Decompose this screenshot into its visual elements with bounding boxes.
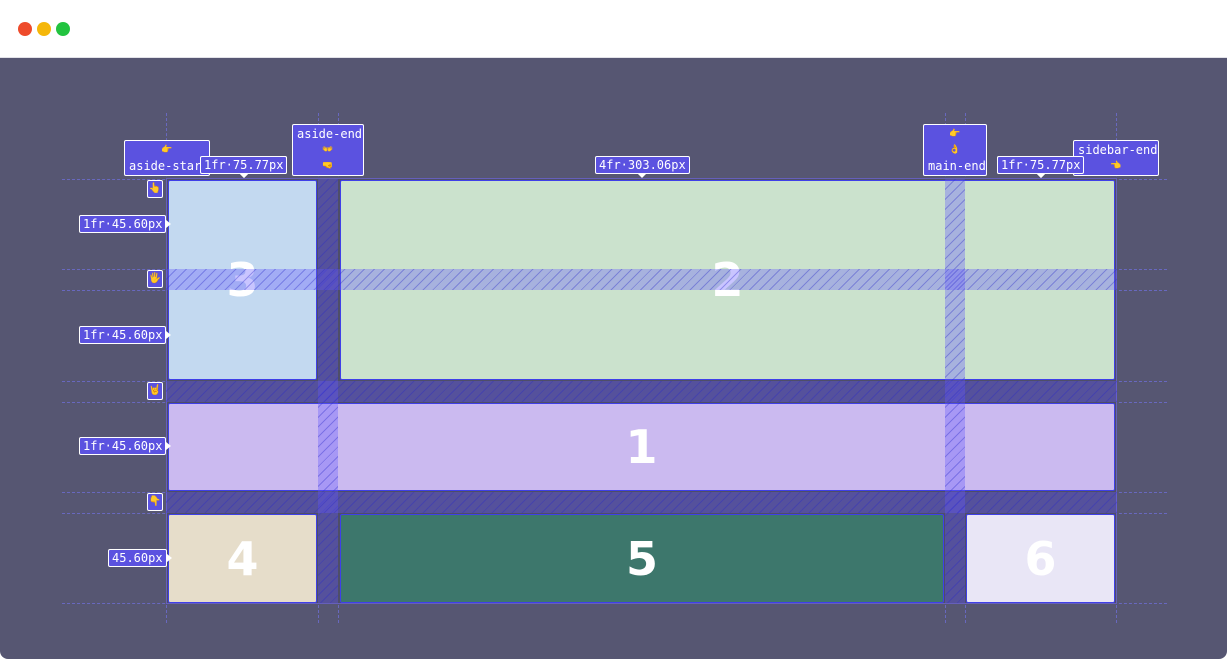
grid-cell-1[interactable]: 1 (168, 403, 1115, 491)
row-line-handle-1[interactable]: 👆 (147, 180, 163, 198)
sidebar-end-line-label: sidebar-end 👈 (1073, 140, 1159, 176)
column-size-label-3-overlay: 1fr·75.77px (997, 156, 1085, 178)
row-line-handle-3[interactable]: 🤘 (147, 382, 163, 400)
column-size-label-2: 4fr·303.06px (595, 156, 690, 178)
area-line-name: aside-end (297, 127, 363, 141)
aside-start-line-label: 👉 aside-start (124, 140, 210, 176)
main-end-line-label: 👉 👌 main-end (923, 124, 987, 176)
aside-end-line-label: aside-end 👐 🤜 (292, 124, 364, 176)
area-line-name: main-end (928, 159, 986, 173)
right-fist-icon: 🤜 (322, 161, 334, 171)
pointing-left-icon: 👈 (1110, 161, 1122, 171)
row-size-label-3: 1fr·45.60px (79, 437, 172, 455)
row-gap-2 (166, 381, 1117, 402)
column-gap-1 (318, 179, 338, 603)
open-hands-icon: 👐 (322, 145, 334, 155)
ok-hand-icon: 👌 (949, 145, 961, 155)
grid-cell-number: 2 (711, 253, 743, 307)
grid-cell-2[interactable]: 2 (340, 180, 1115, 380)
grid-cell-4[interactable]: 4 (168, 514, 317, 603)
row-line-handle-4[interactable]: 👇 (147, 493, 163, 511)
row-size-label-1: 1fr·45.60px (79, 215, 172, 233)
area-line-name: sidebar-end (1078, 143, 1158, 157)
grid-cell-5[interactable]: 5 (340, 514, 944, 603)
grid-cell-number: 4 (226, 531, 259, 586)
grid-cell-6[interactable]: 6 (966, 514, 1115, 603)
row-size-label-2: 1fr·45.60px (79, 326, 172, 344)
grid-cell-3[interactable]: 3 (168, 180, 317, 380)
grid-cell-number: 5 (625, 531, 658, 586)
area-line-name: aside-start (129, 159, 209, 173)
column-gap-2 (945, 179, 965, 603)
row-gap-3 (166, 492, 1117, 513)
row-gap-1 (166, 269, 1117, 290)
grid-inspector-canvas: 3 2 1 4 5 6 1fr·75.77px 4fr·303.06px 1fr… (0, 58, 1227, 659)
minimize-window-button[interactable] (37, 22, 51, 36)
pointing-right-icon: 👉 (949, 129, 961, 139)
grid-cell-number: 1 (625, 420, 658, 474)
window-titlebar (0, 0, 1227, 58)
grid-cell-number: 6 (1024, 531, 1057, 586)
maximize-window-button[interactable] (56, 22, 70, 36)
row-size-label-4: 45.60px (108, 549, 172, 567)
column-size-label-1-overlay: 1fr·75.77px (200, 156, 288, 178)
pointing-right-icon: 👉 (161, 145, 173, 155)
grid-cell-number: 3 (226, 253, 258, 307)
close-window-button[interactable] (18, 22, 32, 36)
row-line-handle-2[interactable]: 🖐 (147, 270, 163, 288)
